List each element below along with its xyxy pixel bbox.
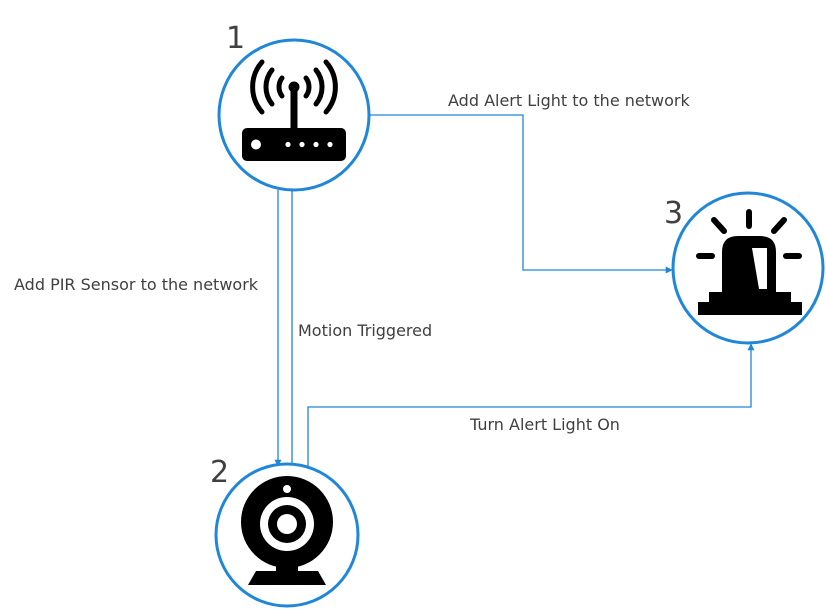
node-number-1: 1	[226, 21, 245, 56]
connector-camera-to-alert-light	[307, 343, 755, 466]
router-node	[217, 38, 371, 192]
alert-light-node	[671, 191, 825, 345]
node-number-2: 2	[210, 455, 229, 490]
alarm-light-icon	[696, 209, 802, 315]
camera-node	[214, 462, 360, 608]
edge-label-add-pir-sensor: Add PIR Sensor to the network	[14, 275, 259, 294]
webcam-icon	[241, 476, 333, 585]
node-number-3: 3	[664, 196, 683, 231]
connector-router-to-alert-light	[370, 114, 673, 274]
edge-label-add-alert-light: Add Alert Light to the network	[448, 91, 690, 110]
edge-label-motion-triggered: Motion Triggered	[298, 321, 432, 340]
connectors	[274, 114, 755, 467]
wifi-router-icon	[242, 59, 346, 161]
edge-label-turn-alert-light-on: Turn Alert Light On	[469, 415, 620, 434]
